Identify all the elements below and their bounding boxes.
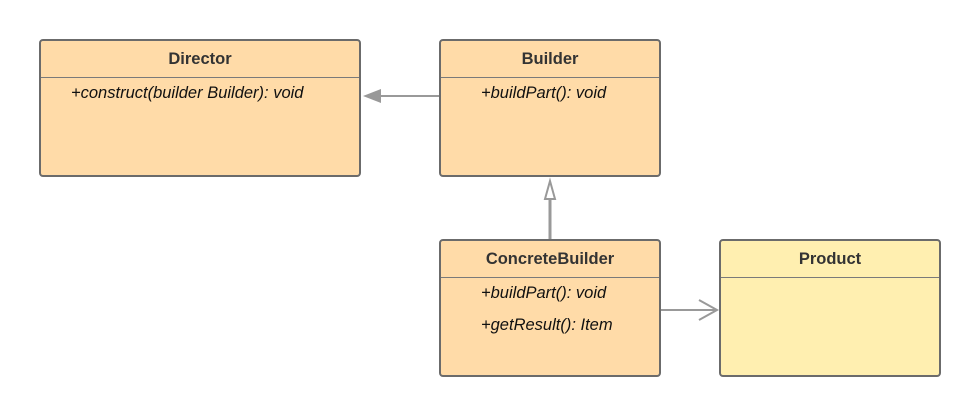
concretebuilder-method-getresult: +getResult(): Item: [481, 316, 613, 334]
builder-class-box[interactable]: Builder +buildPart(): void: [439, 39, 661, 177]
product-class-box[interactable]: Product: [719, 239, 941, 377]
director-method-construct: +construct(builder Builder): void: [71, 84, 304, 102]
product-class-members: [721, 278, 939, 283]
director-arrowhead: [363, 89, 381, 103]
builder-method-buildpart: +buildPart(): void: [481, 84, 607, 102]
product-class-title: Product: [721, 241, 939, 278]
concretebuilder-class-members: +buildPart(): void +getResult(): Item: [441, 278, 659, 347]
director-class-title: Director: [41, 41, 359, 78]
director-class-box[interactable]: Director +construct(builder Builder): vo…: [39, 39, 361, 177]
builder-class-members: +buildPart(): void: [441, 78, 659, 115]
builder-class-title: Builder: [441, 41, 659, 78]
director-class-members: +construct(builder Builder): void: [41, 78, 359, 115]
concretebuilder-class-title: ConcreteBuilder: [441, 241, 659, 278]
concretebuilder-method-buildpart: +buildPart(): void: [481, 284, 607, 302]
concretebuilder-class-box[interactable]: ConcreteBuilder +buildPart(): void +getR…: [439, 239, 661, 377]
builder-generalization-arrowhead: [543, 177, 557, 200]
product-arrowhead: [698, 299, 720, 321]
